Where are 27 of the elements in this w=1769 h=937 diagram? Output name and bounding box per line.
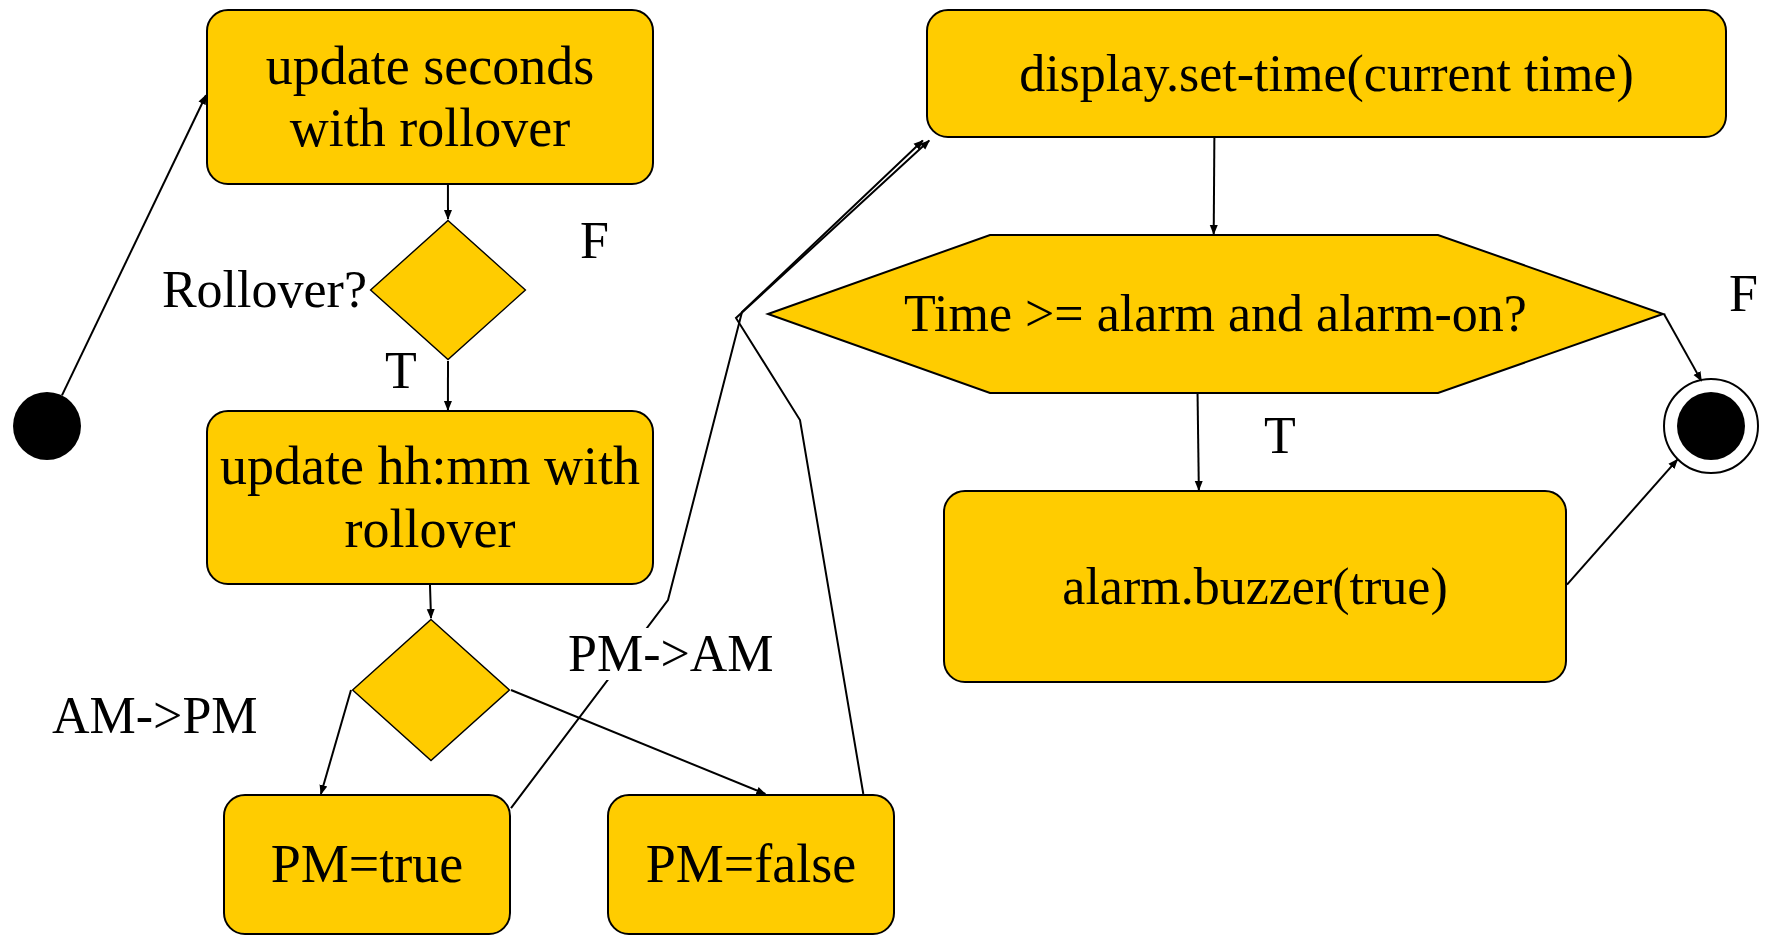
node-text: alarm.buzzer(true) — [1062, 556, 1448, 617]
process-box — [926, 9, 1727, 138]
arrow — [443, 360, 452, 411]
process-box — [607, 794, 895, 935]
node-text: update seconds with rollover — [264, 34, 596, 160]
process-box — [943, 490, 1567, 683]
process-box — [206, 9, 654, 185]
decision-label: Rollover? — [161, 260, 367, 320]
arrow — [510, 139, 924, 810]
arrow — [319, 689, 352, 795]
node-text: update hh:mm with rollover — [219, 435, 641, 560]
node-text: Time >= alarm and alarm-on? — [904, 284, 1527, 344]
arrow — [510, 689, 767, 795]
arrow — [734, 139, 931, 795]
node-text: display.set-time(current time) — [1019, 43, 1634, 104]
node-text: PM=false — [645, 833, 857, 896]
arrow — [426, 584, 435, 619]
arrow — [1194, 393, 1203, 491]
decision-hexagon — [767, 234, 1664, 394]
arrow — [444, 184, 452, 220]
arrow — [1663, 313, 1703, 382]
process-box — [206, 410, 654, 585]
node-text: PM=true — [270, 833, 464, 896]
process-box — [223, 794, 511, 935]
arrow — [1209, 137, 1218, 235]
arrow — [1566, 458, 1679, 586]
arrow — [60, 94, 207, 397]
